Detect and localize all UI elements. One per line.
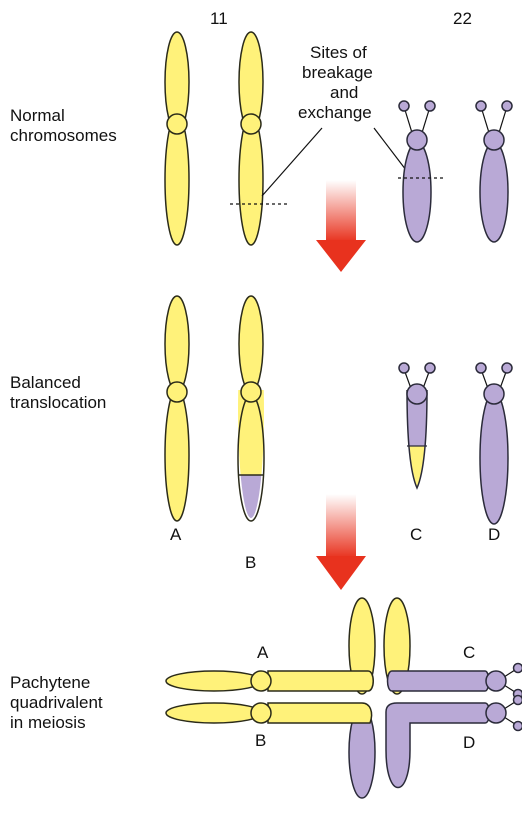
svg-text:and: and [330, 83, 358, 102]
chromosome-c [398, 362, 436, 490]
svg-text:Balanced: Balanced [10, 373, 81, 392]
svg-text:exchange: exchange [298, 103, 372, 122]
label-d-row2: D [488, 525, 500, 544]
chromosome-11-normal-1 [164, 31, 190, 246]
svg-text:translocation: translocation [10, 393, 106, 412]
chromosome-a [164, 295, 190, 522]
quadrivalent-chromosome-b [165, 702, 376, 799]
chromosome-b [237, 295, 265, 522]
pachytene-quadrivalent-label: Pachytene quadrivalent in meiosis [10, 673, 103, 732]
quadrivalent-chromosome-c [383, 597, 522, 700]
chromosome-11-number: 11 [210, 9, 228, 28]
svg-text:Pachytene: Pachytene [10, 673, 90, 692]
svg-text:Normal: Normal [10, 106, 65, 125]
svg-text:Sites of: Sites of [310, 43, 367, 62]
normal-chromosomes-label: Normal chromosomes [10, 106, 117, 145]
svg-text:in meiosis: in meiosis [10, 713, 86, 732]
chromosome-22-number: 22 [453, 9, 472, 28]
svg-text:breakage: breakage [302, 63, 373, 82]
chromosome-d [475, 362, 513, 525]
down-arrow-2 [316, 494, 366, 590]
label-b-row3: B [255, 731, 266, 750]
label-d-row3: D [463, 733, 475, 752]
chromosome-22-normal-2 [475, 100, 513, 243]
quadrivalent-chromosome-a [165, 597, 376, 695]
label-a-row2: A [170, 525, 182, 544]
chromosome-11-normal-2 [238, 31, 264, 246]
chromosome-22-normal-1 [398, 100, 436, 243]
down-arrow-1 [316, 180, 366, 272]
label-c-row3: C [463, 643, 475, 662]
balanced-translocation-label: Balanced translocation [10, 373, 106, 412]
label-a-row3: A [257, 643, 269, 662]
svg-text:quadrivalent: quadrivalent [10, 693, 103, 712]
svg-text:chromosomes: chromosomes [10, 126, 117, 145]
quadrivalent-chromosome-d [385, 694, 522, 789]
pointer-line-11 [261, 127, 323, 197]
label-c-row2: C [410, 525, 422, 544]
pointer-line-22 [373, 127, 407, 171]
label-b-row2: B [245, 553, 256, 572]
breakage-annotation: Sites of breakage and exchange [298, 43, 373, 122]
